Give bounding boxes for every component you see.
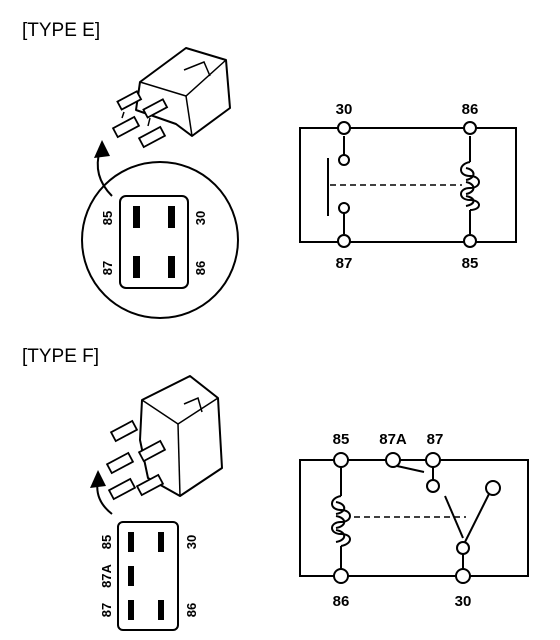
pin-blade: [133, 206, 140, 228]
type-e-terminal-30: 30: [336, 101, 353, 118]
type-f-pin-view: 85 87A 87 30 86: [99, 521, 199, 631]
pin-blade: [158, 532, 164, 552]
type-e-heading: [TYPE E]: [22, 20, 100, 41]
type-e-terminal-86: 86: [462, 101, 479, 118]
type-f-terminal-87: 87: [427, 431, 444, 448]
type-e-pin-30: 30: [193, 211, 208, 225]
type-f-pin-87: 87: [99, 603, 114, 617]
type-f-pin-87a: 87A: [99, 563, 114, 587]
type-f-relay-illustration: [105, 375, 223, 501]
type-e-relay-illustration: [111, 47, 231, 149]
pin-blade: [168, 256, 175, 278]
pin-blade: [128, 566, 134, 586]
pin-blade: [158, 600, 164, 620]
pin-blade: [168, 206, 175, 228]
type-e-pin-view: 85 87 30 86: [81, 161, 239, 319]
type-f-pin-85: 85: [99, 535, 114, 549]
type-f-orientation-arrow: [90, 470, 113, 515]
type-e-schematic: 30 86 87 85: [299, 101, 517, 272]
type-f-terminal-87a: 87A: [379, 431, 407, 448]
type-f-pin-86: 86: [184, 603, 199, 617]
type-e-pin-85: 85: [100, 211, 115, 225]
pin-blade: [133, 256, 140, 278]
type-f-heading: [TYPE F]: [22, 346, 99, 367]
type-e-orientation-arrow: [94, 140, 113, 197]
type-e-pin-87: 87: [100, 261, 115, 275]
pin-blade: [128, 600, 134, 620]
type-f-terminal-85: 85: [333, 431, 350, 448]
type-e-terminal-87: 87: [336, 255, 353, 272]
type-f-terminal-86: 86: [333, 593, 350, 610]
type-f-pin-30: 30: [184, 535, 199, 549]
pin-blade: [128, 532, 134, 552]
type-f-schematic: 85 87A 87 86 30: [299, 431, 529, 610]
type-e-pin-86: 86: [193, 261, 208, 275]
type-e-terminal-85: 85: [462, 255, 479, 272]
type-f-terminal-30: 30: [455, 593, 472, 610]
